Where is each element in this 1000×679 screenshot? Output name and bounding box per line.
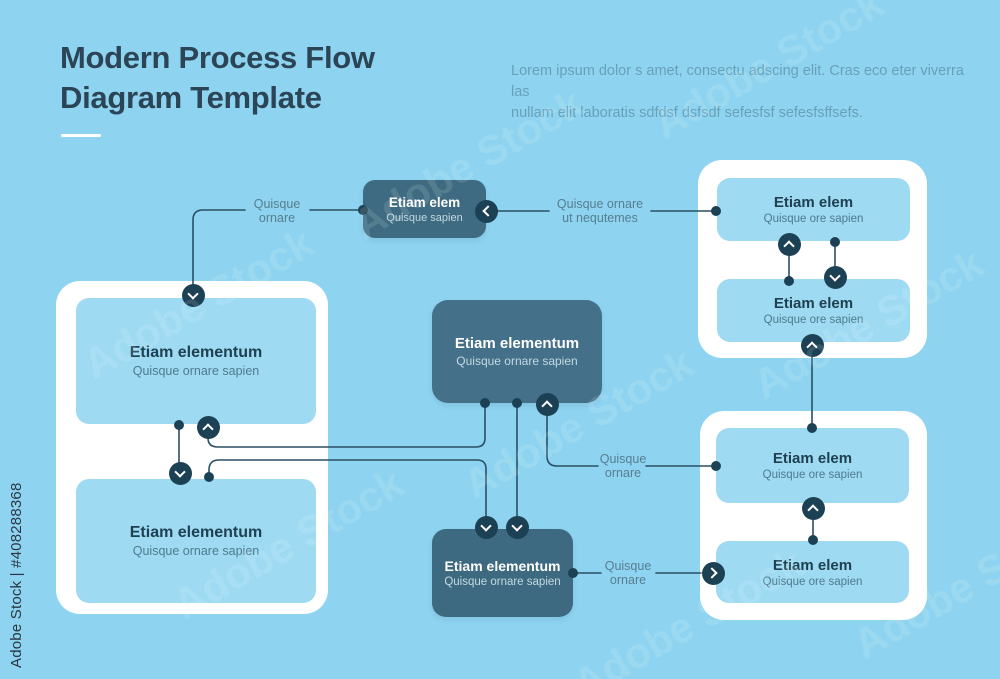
flow-box-subtitle: Quisque ore sapien bbox=[762, 469, 863, 481]
stock-credit-text: Adobe Stock | #408288368 bbox=[8, 482, 25, 668]
flow-box-subtitle: Quisque ornare sapien bbox=[456, 354, 578, 368]
chevron-down-icon bbox=[829, 269, 841, 282]
connection-dot bbox=[808, 535, 818, 545]
flow-box-subtitle: Quisque ornare sapien bbox=[132, 544, 260, 558]
flow-box-title: Etiam elem bbox=[773, 194, 854, 211]
flow-box-left-1: Etiam elementum Quisque ornare sapien bbox=[76, 298, 316, 424]
connection-dot bbox=[807, 423, 817, 433]
flow-box-title: Etiam elem bbox=[773, 295, 854, 312]
chevron-left-icon bbox=[481, 205, 494, 217]
chevron-down-node bbox=[823, 265, 847, 289]
title-underline bbox=[61, 134, 101, 137]
connector-label-line: Quisque ornare bbox=[556, 197, 644, 211]
chevron-down-node bbox=[505, 515, 529, 539]
connector-label-line: ornare bbox=[604, 465, 642, 480]
flow-box-title: Etiam elem bbox=[388, 194, 461, 210]
chevron-down-icon bbox=[174, 465, 186, 478]
flow-box-top-right-1: Etiam elem Quisque ore sapien bbox=[717, 178, 910, 241]
flow-box-left-2: Etiam elementum Quisque ornare sapien bbox=[76, 479, 316, 603]
flow-box-subtitle: Quisque ore sapien bbox=[763, 213, 864, 225]
chevron-down-icon bbox=[187, 287, 199, 300]
flow-box-top-right-2: Etiam elem Quisque ore sapien bbox=[717, 279, 910, 342]
flow-box-bottom-right-1: Etiam elem Quisque ore sapien bbox=[716, 428, 909, 503]
chevron-up-icon bbox=[807, 503, 819, 516]
flow-box-subtitle: Quisque ornare sapien bbox=[444, 576, 561, 588]
page-subtitle-line1: Lorem ipsum dolor s amet, consectu adsci… bbox=[511, 63, 964, 100]
chevron-left-node bbox=[474, 199, 498, 223]
page-subtitle-line2: nullam elit laboratis sdfdsf dsfsdf sefe… bbox=[511, 105, 863, 121]
flow-box-title: Etiam elem bbox=[772, 450, 853, 467]
connection-dot bbox=[480, 398, 490, 408]
flow-box-title: Etiam elementum bbox=[454, 335, 580, 352]
connector-label-line: Quisque bbox=[604, 559, 652, 573]
connection-dot bbox=[711, 206, 721, 216]
flow-box-top: Etiam elem Quisque sapien bbox=[363, 180, 486, 238]
connector-label-line: Quisque bbox=[253, 197, 301, 211]
chevron-down-icon bbox=[511, 519, 523, 532]
chevron-up-node bbox=[196, 415, 220, 439]
page-title: Modern Process Flow Diagram Template bbox=[60, 38, 375, 118]
flow-box-title: Etiam elem bbox=[772, 556, 853, 574]
connection-dot bbox=[568, 568, 578, 578]
chevron-up-icon bbox=[783, 239, 795, 252]
chevron-down-node bbox=[181, 283, 205, 307]
flow-box-bottom: Etiam elementum Quisque ornare sapien bbox=[432, 529, 573, 617]
connector-label-bottom: Quisque ornare bbox=[558, 559, 698, 587]
chevron-up-node bbox=[535, 392, 559, 416]
connector-label-top-right: Quisque ornare ut nequtemes bbox=[530, 197, 670, 225]
chevron-up-node bbox=[777, 232, 801, 256]
connection-dot bbox=[358, 205, 368, 215]
connection-dot bbox=[830, 237, 840, 247]
flow-box-title: Etiam elementum bbox=[129, 524, 263, 541]
connection-dot bbox=[204, 472, 214, 482]
connector-label-line: ornare bbox=[609, 572, 647, 587]
connector-label-top-left: Quisque ornare bbox=[207, 197, 347, 225]
connection-dot bbox=[711, 461, 721, 471]
flow-box-subtitle: Quisque ornare sapien bbox=[132, 364, 260, 378]
connector-label-line: ut nequtemes bbox=[562, 210, 638, 225]
chevron-up-node bbox=[801, 496, 825, 520]
flow-box-bottom-right-2: Etiam elem Quisque ore sapien bbox=[716, 541, 909, 603]
flow-box-title: Etiam elementum bbox=[129, 344, 263, 361]
chevron-down-node bbox=[474, 515, 498, 539]
chevron-up-node bbox=[800, 333, 824, 357]
chevron-up-icon bbox=[806, 340, 818, 353]
flow-box-subtitle: Quisque sapien bbox=[386, 211, 463, 224]
page-title-line1: Modern Process Flow bbox=[60, 40, 375, 75]
flow-box-subtitle: Quisque ore sapien bbox=[763, 314, 864, 326]
chevron-up-icon bbox=[541, 399, 553, 412]
chevron-down-node bbox=[168, 461, 192, 485]
flow-box-title: Etiam elementum bbox=[444, 558, 561, 574]
page-subtitle: Lorem ipsum dolor s amet, consectu adsci… bbox=[511, 61, 981, 124]
page-title-line2: Diagram Template bbox=[60, 80, 322, 115]
connection-dot bbox=[784, 276, 794, 286]
chevron-down-icon bbox=[480, 519, 492, 532]
connection-dot bbox=[174, 420, 184, 430]
connection-dot bbox=[512, 398, 522, 408]
chevron-up-icon bbox=[202, 422, 214, 435]
connector-label-line: Quisque bbox=[599, 452, 647, 466]
connector-label-mid-right: Quisque ornare bbox=[553, 452, 693, 480]
chevron-right-node bbox=[701, 561, 725, 585]
connector-label-line: ornare bbox=[258, 210, 296, 225]
flow-box-center: Etiam elementum Quisque ornare sapien bbox=[432, 300, 602, 403]
flow-box-subtitle: Quisque ore sapien bbox=[762, 575, 863, 588]
chevron-right-icon bbox=[705, 567, 718, 579]
